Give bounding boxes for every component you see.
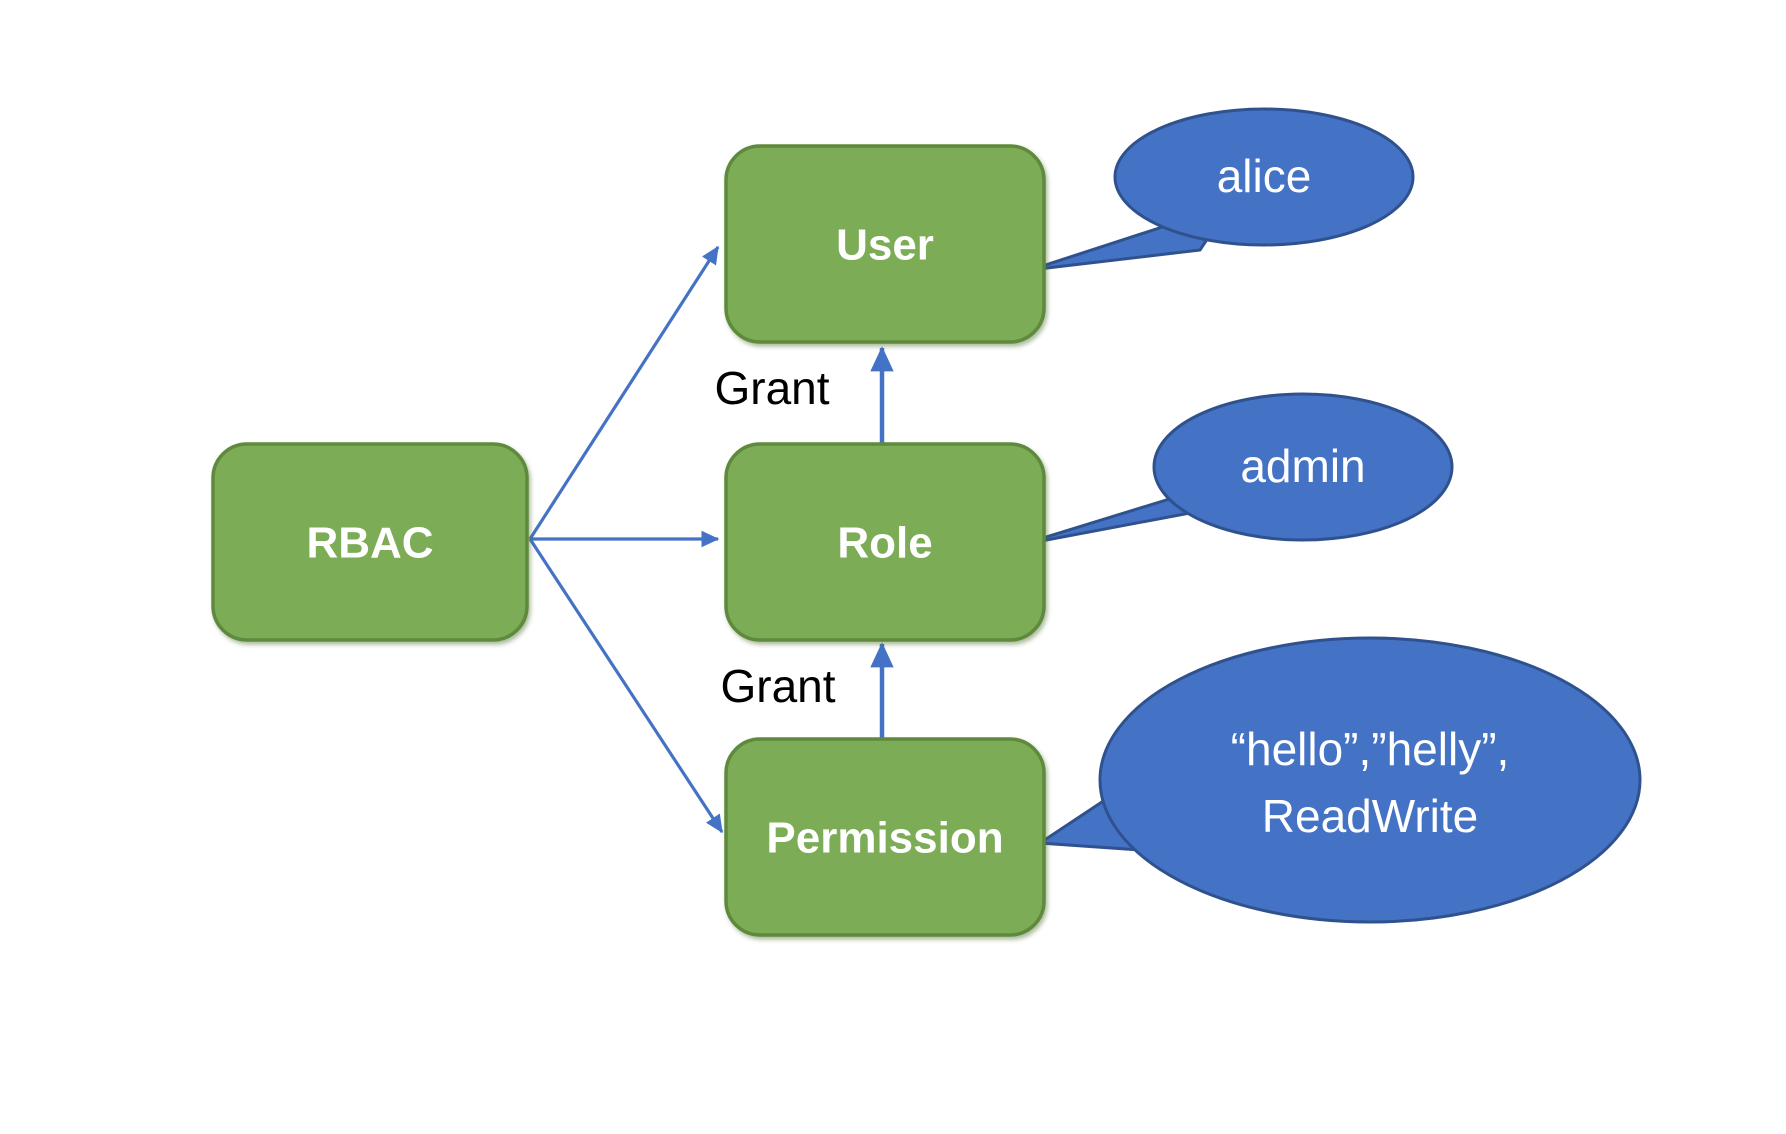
node-role[interactable]: Role (724, 442, 1046, 642)
node-user[interactable]: User (724, 144, 1046, 344)
edge-label-grant-permission-to-role: Grant (720, 660, 835, 712)
edge-label-grant-role-to-user: Grant (714, 362, 829, 414)
callout-alice-label: alice (1217, 150, 1312, 202)
callout-admin-body (1152, 392, 1454, 542)
callout-alice[interactable]: alice (1029, 107, 1415, 272)
edge-rbac-to-user (528, 245, 720, 540)
callout-alice-body (1113, 107, 1415, 247)
callout-admin-label: admin (1240, 440, 1365, 492)
callout-admin[interactable]: admin (1019, 392, 1454, 547)
callout-permissions-line1: “hello”,”helly”, (1231, 723, 1510, 775)
node-permission[interactable]: Permission (724, 737, 1046, 937)
node-user-label: User (836, 221, 934, 270)
edge-group-rbac (528, 245, 724, 834)
node-rbac-label: RBAC (306, 519, 433, 568)
node-permission-label: Permission (766, 814, 1003, 863)
node-role-label: Role (837, 519, 932, 568)
callout-permissions[interactable]: “hello”,”helly”, ReadWrite (1035, 636, 1642, 924)
callout-permissions-line2: ReadWrite (1262, 790, 1478, 842)
node-user-shape (724, 144, 1046, 344)
callout-permissions-body (1098, 636, 1642, 924)
node-rbac[interactable]: RBAC (211, 442, 529, 642)
node-role-shape (724, 442, 1046, 642)
node-permission-shape (724, 737, 1046, 937)
edge-rbac-to-permission (528, 538, 724, 834)
node-rbac-shape (211, 442, 529, 642)
